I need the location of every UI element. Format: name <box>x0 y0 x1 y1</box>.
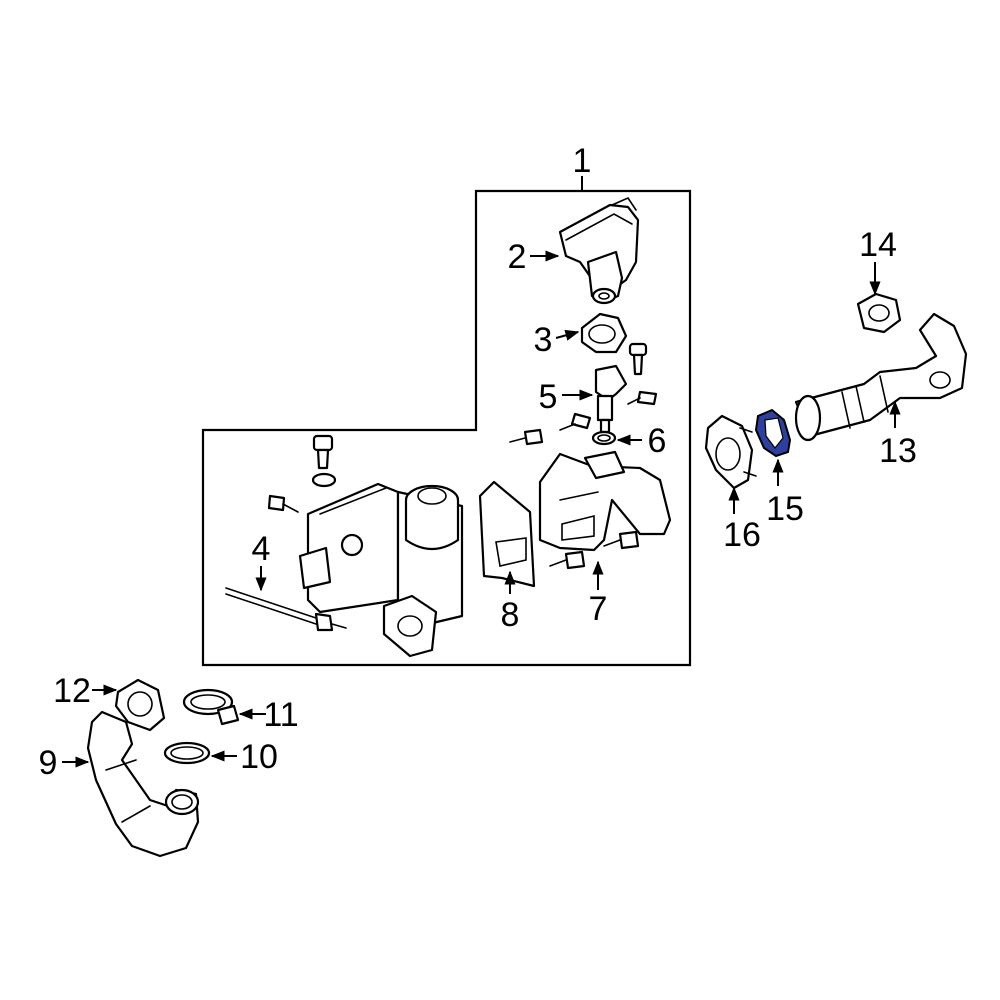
part-2-egr-actuator[interactable] <box>558 196 640 305</box>
callout-10: 10 <box>240 738 278 776</box>
part-5-sensor[interactable] <box>594 364 628 434</box>
callout-13: 13 <box>879 432 917 470</box>
part-13-pipe[interactable] <box>794 312 968 442</box>
bolt-c <box>559 412 592 431</box>
part-3-gasket[interactable] <box>580 312 628 354</box>
callout-7: 7 <box>589 590 608 628</box>
callout-2: 2 <box>508 238 527 276</box>
callout-1: 1 <box>573 142 592 180</box>
callout-12: 12 <box>53 672 91 710</box>
bolt-h <box>603 530 640 550</box>
part-6-o-ring[interactable] <box>591 430 617 446</box>
o-ring-small <box>311 472 337 488</box>
bolt-g <box>549 550 586 570</box>
callout-16: 16 <box>723 516 761 554</box>
callout-11: 11 <box>263 696 298 734</box>
part-8-gasket[interactable] <box>478 480 536 588</box>
part-10-seal[interactable] <box>163 741 211 765</box>
callout-4: 4 <box>252 530 271 568</box>
bolt-b <box>627 390 658 406</box>
part-11-clamp[interactable] <box>182 688 240 726</box>
callout-3: 3 <box>534 321 553 359</box>
part-15-seal[interactable] <box>754 408 792 458</box>
leader-3 <box>555 329 580 341</box>
part-12-gasket[interactable] <box>114 678 166 732</box>
part-4-rod <box>225 587 347 632</box>
part-7-valve-housing[interactable] <box>538 450 672 552</box>
callout-14: 14 <box>859 226 897 264</box>
callout-8: 8 <box>501 596 520 634</box>
callout-6: 6 <box>648 422 667 460</box>
callout-5: 5 <box>539 378 558 416</box>
bolt-a <box>628 342 648 376</box>
part-14-gasket[interactable] <box>856 292 902 334</box>
part-16-flange[interactable] <box>704 414 757 490</box>
callout-9: 9 <box>39 744 58 782</box>
callout-15: 15 <box>766 490 804 528</box>
part-4-egr-cooler[interactable] <box>298 482 464 658</box>
bolt-d <box>509 428 544 446</box>
bolt-e <box>312 434 334 470</box>
assembly-frame <box>201 189 692 667</box>
bolt-f <box>267 494 299 513</box>
part-9-pipe[interactable] <box>86 710 200 858</box>
